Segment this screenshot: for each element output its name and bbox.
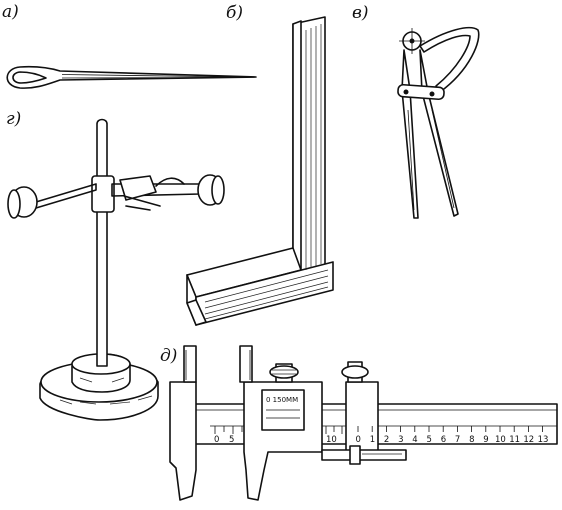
main-scale-label: 3 <box>398 435 403 445</box>
vernier-ticks <box>214 426 343 434</box>
caliper-dial-text: 0 150ММ <box>266 396 298 404</box>
label-g: г) <box>6 109 21 129</box>
label-b: б) <box>226 3 243 23</box>
main-scale-label: 0 <box>356 435 361 445</box>
main-scale-label: 8 <box>469 435 474 445</box>
main-scale-label: 13 <box>538 435 549 445</box>
main-scale-label: 10 <box>495 435 506 445</box>
vernier-mark-5: 5 <box>229 435 234 445</box>
vernier-mark-0: 0 <box>214 435 219 445</box>
label-d: д) <box>160 346 177 366</box>
label-v: в) <box>352 3 369 23</box>
scriber <box>6 65 257 89</box>
main-scale-label: 1 <box>370 435 375 445</box>
main-scale-label: 5 <box>427 435 432 445</box>
main-scale-label: 11 <box>509 435 520 445</box>
surface-gauge <box>7 118 225 421</box>
main-scale-label: 6 <box>441 435 446 445</box>
main-scale-label: 12 <box>523 435 534 445</box>
label-a: а) <box>2 2 19 22</box>
main-scale-label: 7 <box>455 435 460 445</box>
main-scale-label: 9 <box>483 435 488 445</box>
main-scale-label: 4 <box>412 435 417 445</box>
vernier-mark-10: 10 <box>326 435 337 445</box>
main-scale-label: 2 <box>384 435 389 445</box>
main-scale-ticks <box>357 426 543 432</box>
divider-compass <box>397 26 480 219</box>
try-square <box>186 16 334 326</box>
